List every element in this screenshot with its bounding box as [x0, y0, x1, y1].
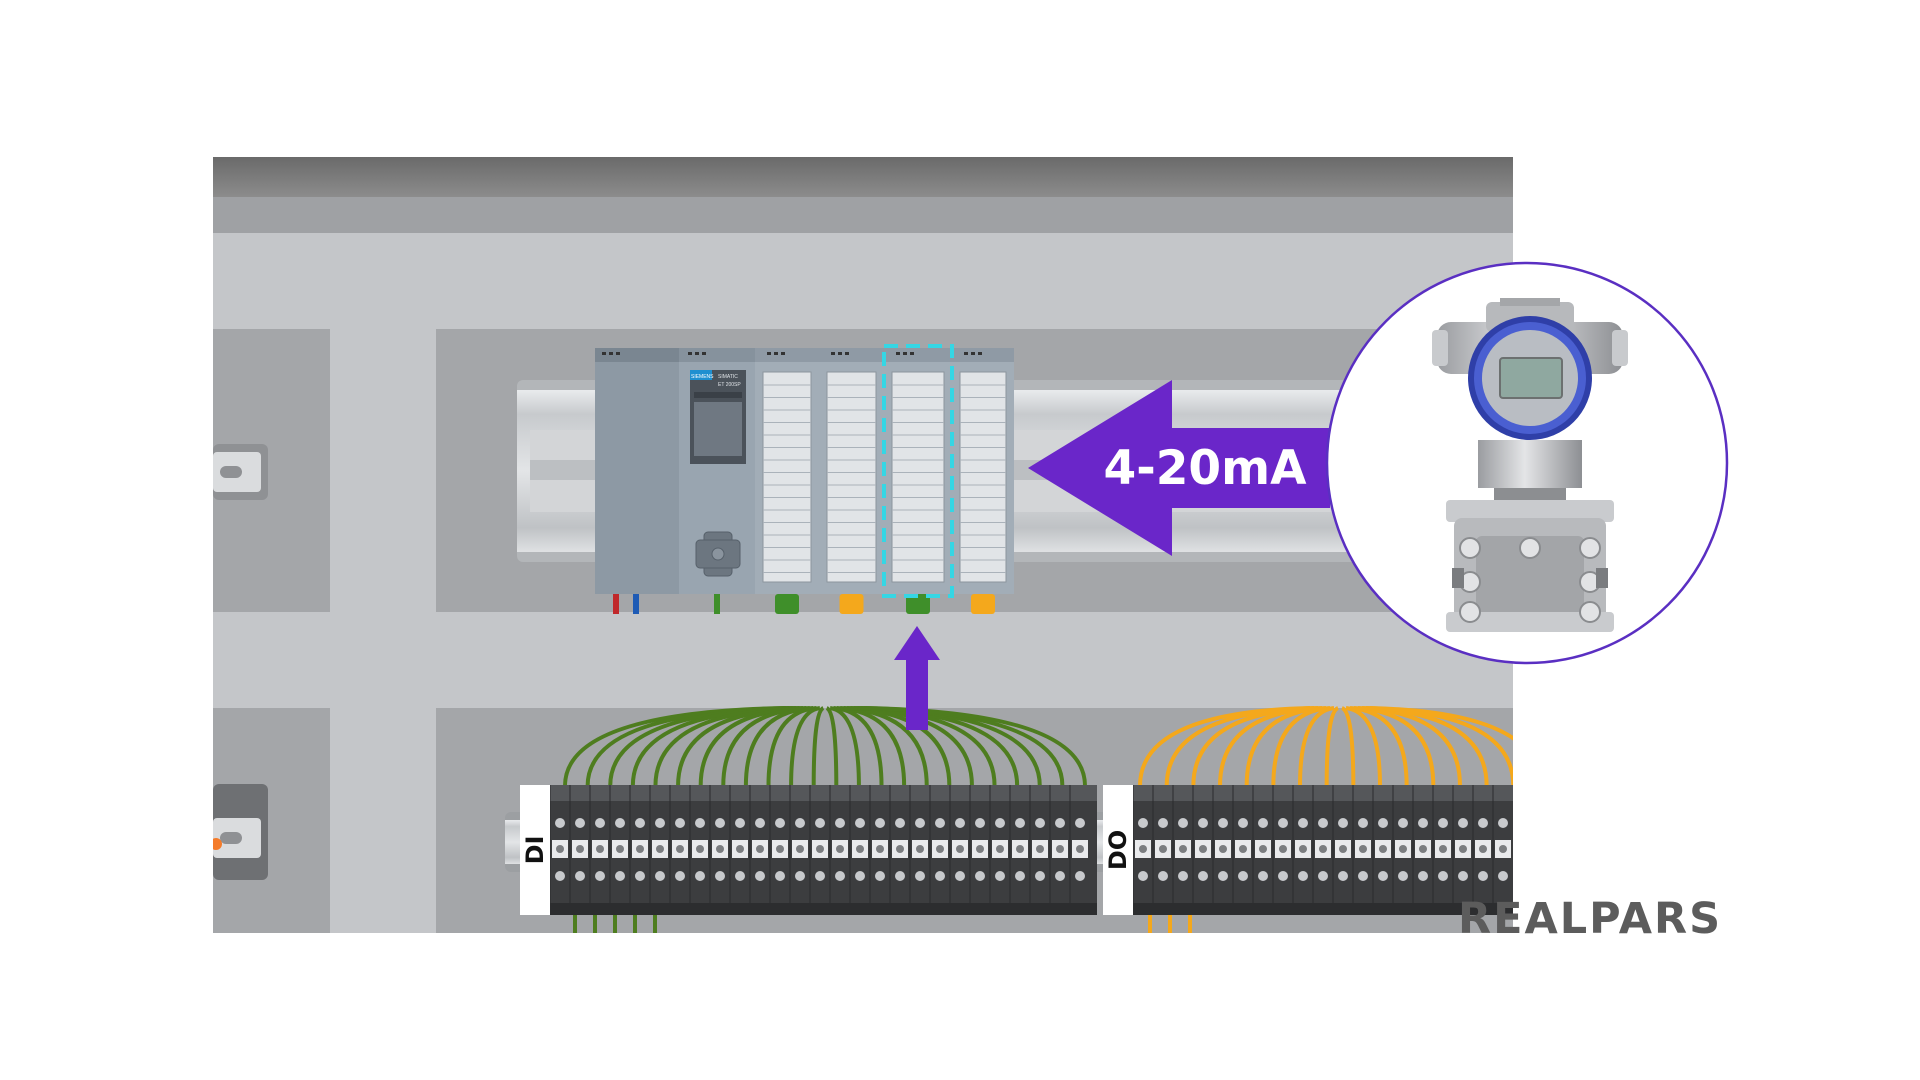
plc-model-line2: ET 200SP — [718, 382, 741, 388]
highlighted-analog-input-module — [882, 344, 954, 598]
terminal-block-do — [1132, 785, 1513, 915]
rail-clip-lower — [213, 784, 268, 880]
plc-io-module — [884, 348, 952, 614]
signal-arrow — [1028, 380, 1330, 556]
realpars-logo: REALPARS — [1458, 894, 1722, 944]
rail-clip-upper — [213, 444, 268, 500]
do-label: DO — [1104, 830, 1132, 870]
terminal-block-di — [549, 785, 1097, 915]
plc-nav-pad — [695, 531, 741, 577]
panel-top-bar — [213, 157, 1513, 197]
do-wire-fan — [1138, 706, 1513, 787]
input-arrow-up — [894, 626, 940, 730]
transmitter-callout — [1325, 261, 1729, 665]
plc-model-line1: SIMATIC — [718, 374, 738, 380]
signal-label: 4-20mA — [1104, 441, 1308, 496]
logo-text: REALPARS — [1458, 894, 1722, 944]
di-label: DI — [521, 836, 549, 865]
plc-io-module — [952, 348, 1014, 614]
do-label-tag: DO — [1103, 785, 1133, 915]
do-bottom-wires — [1148, 915, 1192, 933]
plc-cpu-module — [595, 348, 679, 594]
di-bottom-wires — [573, 915, 657, 933]
plc-brand: SIEMENS — [691, 374, 714, 380]
pressure-transmitter-icon — [1432, 298, 1628, 632]
plc-io-module — [819, 348, 884, 614]
plc-io-module — [755, 348, 819, 614]
plc-controller: SIEMENS SIMATIC ET 200SP — [595, 344, 1014, 614]
transmitter-display — [1500, 358, 1562, 398]
control-panel: DI DO SIEM — [213, 157, 1513, 933]
di-label-tag: DI — [520, 785, 550, 915]
